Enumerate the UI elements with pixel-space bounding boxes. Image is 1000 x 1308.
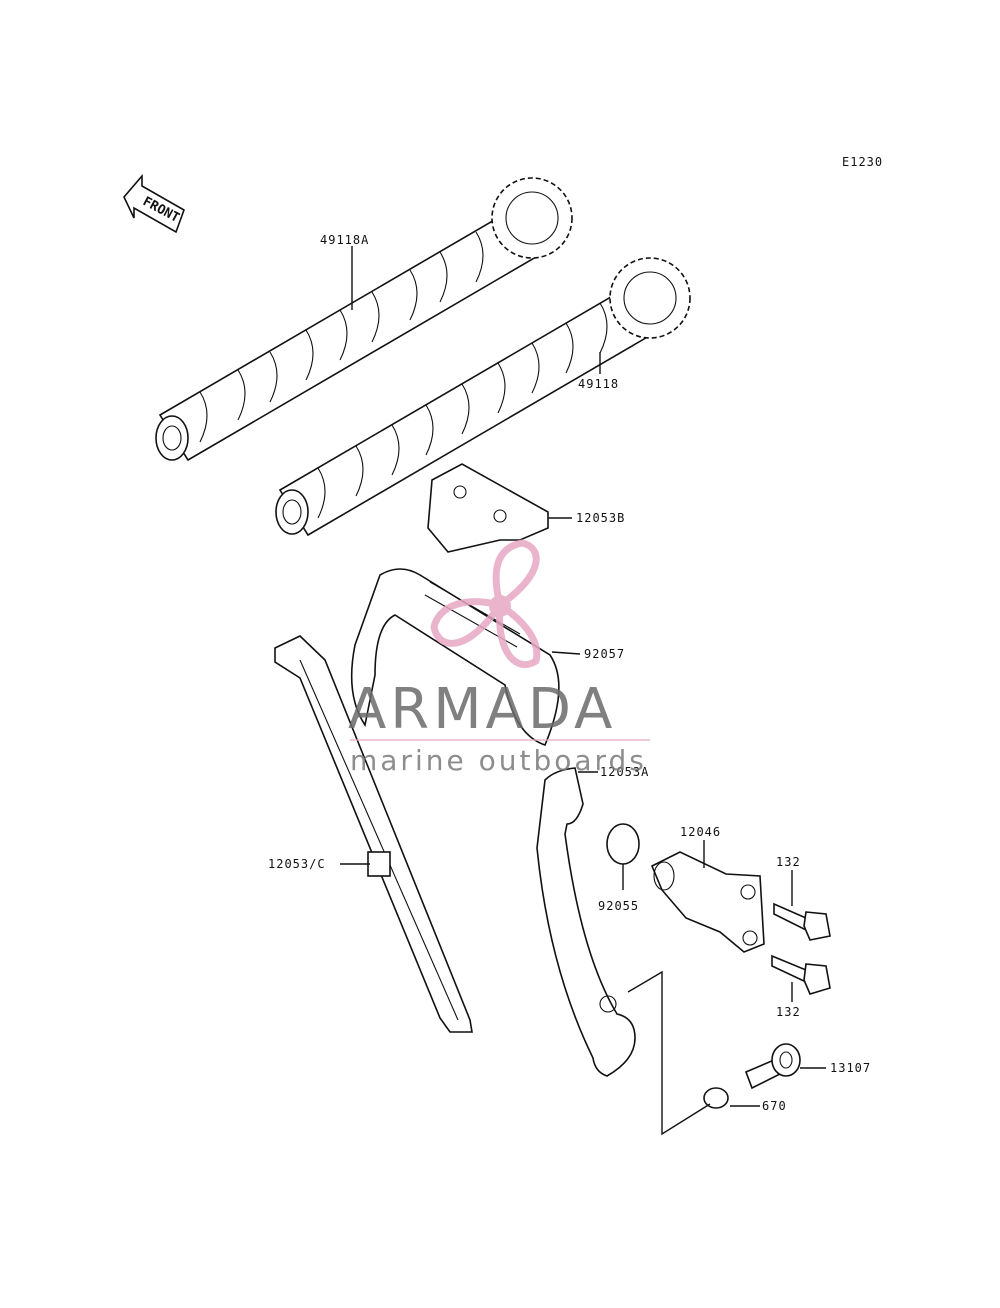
oring-92055-drawing — [606, 823, 640, 865]
part-label-12053C: 12053/C — [268, 857, 326, 871]
plug-bolt-13107-drawing — [744, 1043, 801, 1090]
part-label-92057: 92057 — [584, 647, 625, 661]
cam-chain-drawing — [350, 568, 560, 746]
tensioner-drawing — [650, 851, 765, 953]
part-label-12053A: 12053A — [600, 765, 649, 779]
part-label-12053B: 12053B — [576, 511, 625, 525]
part-label-12046: 12046 — [680, 825, 721, 839]
propeller-logo-icon — [430, 539, 541, 669]
watermark: ARMADA marine outboards — [348, 539, 650, 777]
part-label-92055: 92055 — [598, 899, 639, 913]
part-label-132-lower: 132 — [776, 1005, 801, 1019]
diagram-ref-code: E1230 — [842, 155, 883, 169]
part-label-49118A: 49118A — [320, 233, 369, 247]
watermark-tagline: marine outboards — [350, 744, 647, 777]
chain-guide-c-drawing — [274, 635, 473, 1033]
chain-guide-a-drawing — [536, 767, 636, 1077]
leader-lines — [340, 246, 826, 1136]
camshaft-a-drawing — [155, 177, 573, 462]
part-label-132-upper: 132 — [776, 855, 801, 869]
part-label-13107: 13107 — [830, 1061, 871, 1075]
bolt-132-lower-drawing — [771, 954, 831, 995]
gasket-670-drawing — [703, 1087, 729, 1109]
watermark-brand: ARMADA — [348, 677, 616, 742]
front-arrow-icon: FRONT — [123, 173, 185, 234]
camshaft-drawing — [275, 257, 691, 537]
bolt-132-upper-drawing — [773, 902, 831, 941]
part-label-670: 670 — [762, 1099, 787, 1113]
part-labels: 49118A 49118 12053B 92057 12053A 12053/C… — [268, 233, 871, 1113]
part-label-49118: 49118 — [578, 377, 619, 391]
chain-guide-b-drawing — [427, 463, 549, 553]
